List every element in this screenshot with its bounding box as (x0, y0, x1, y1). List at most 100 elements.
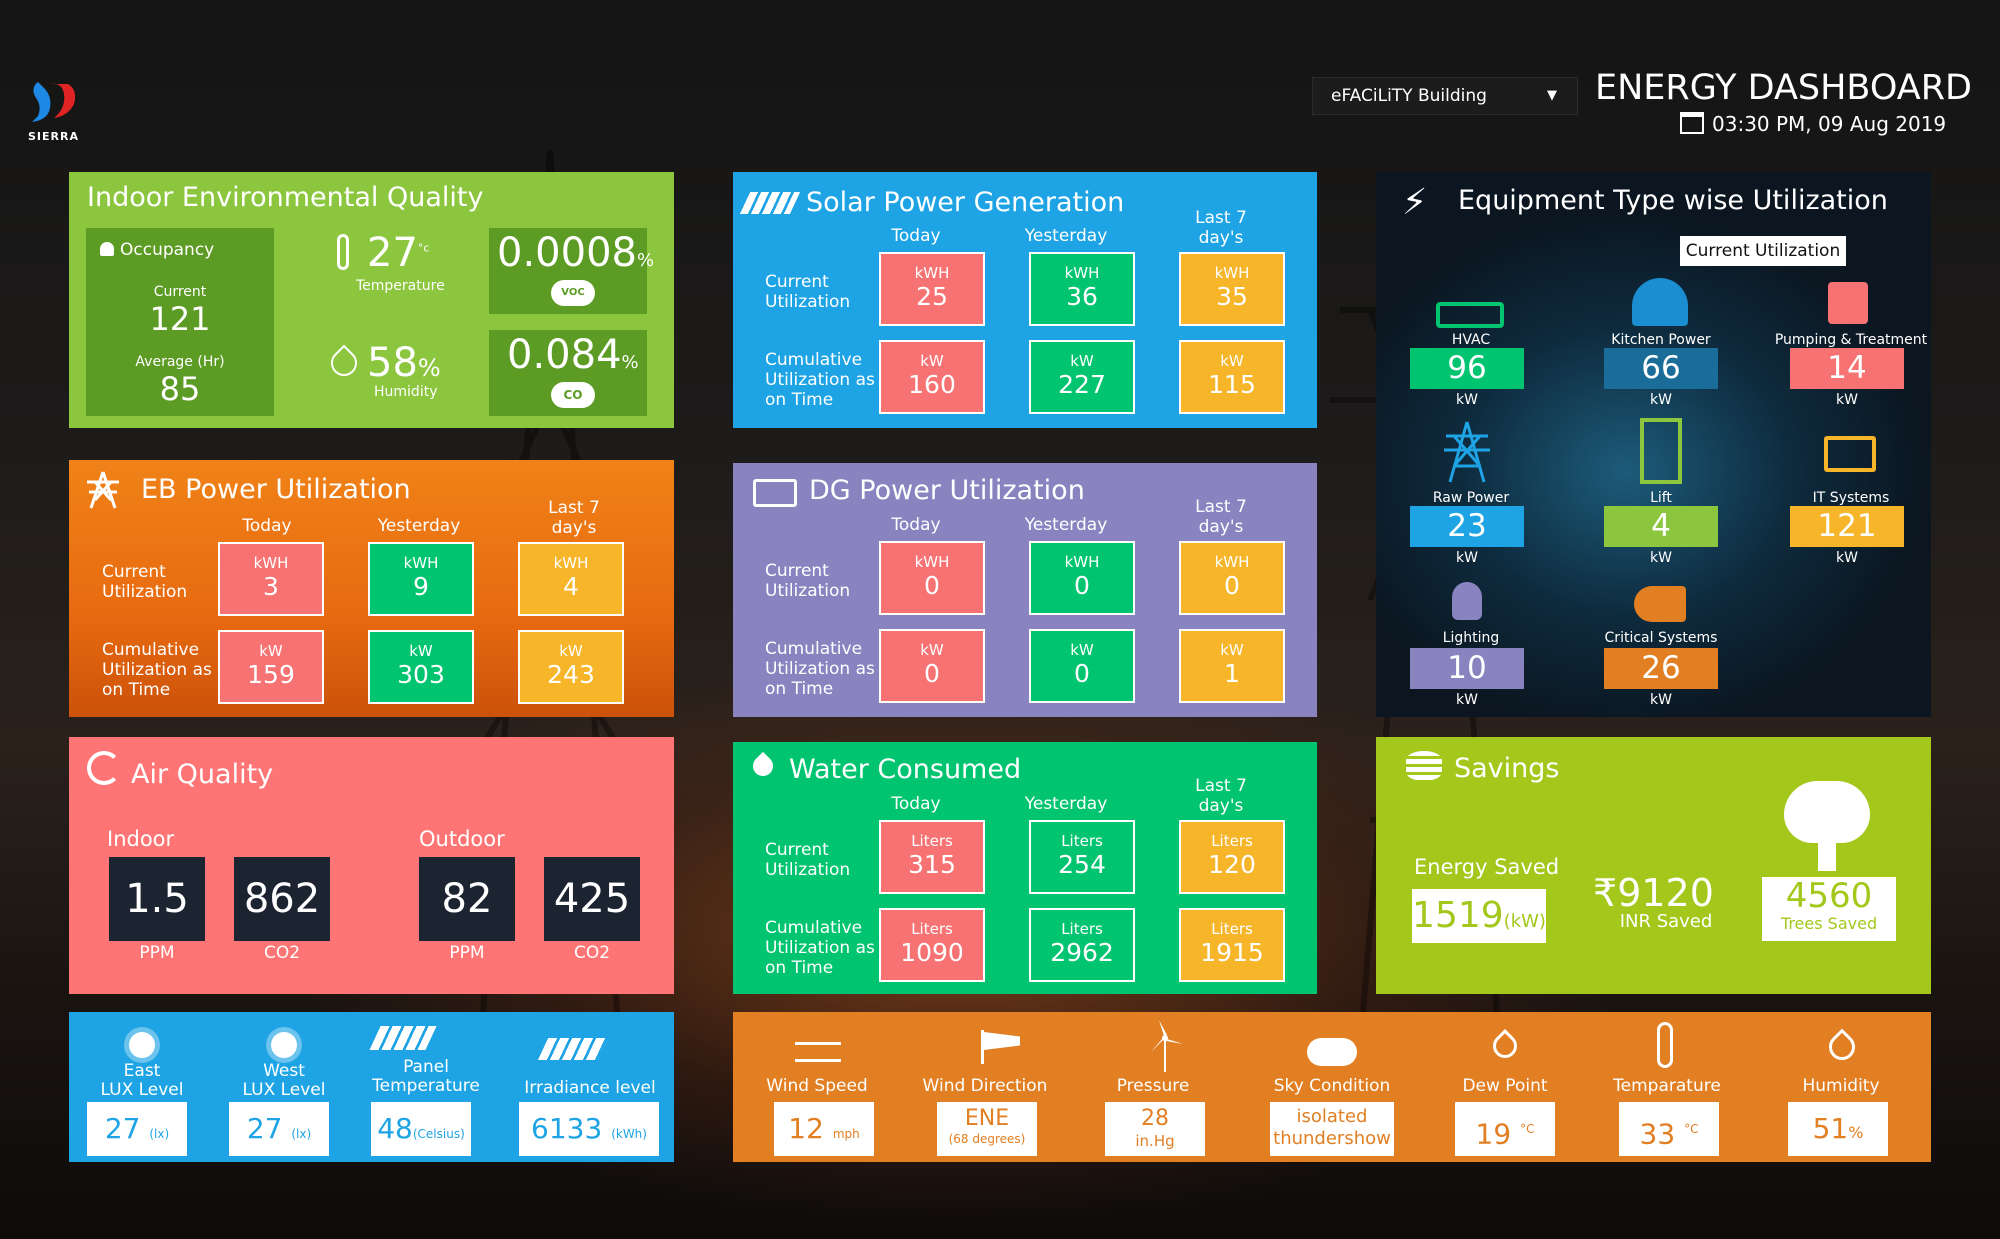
air-indoor-label: Indoor (107, 827, 175, 851)
humidity-weather-label: Humidity (1802, 1076, 1880, 1096)
equipment-label-pumping: Pumping & Treatment (1774, 332, 1928, 348)
co-cloud-icon: CO (551, 382, 595, 408)
solar-row-current: Current Utilization (765, 272, 851, 312)
air-outdoor-co2: 425 (544, 857, 640, 941)
temperature-value: 27 (367, 230, 418, 276)
co-card: 0.084% CO (489, 330, 647, 416)
thermometer-icon (337, 234, 349, 270)
sun-icon (271, 1032, 297, 1058)
weather-panel: Wind Speed 12 mph Wind Direction ENE(68 … (733, 1012, 1931, 1162)
plug-icon (1634, 586, 1686, 622)
equipment-unit-critical: kW (1650, 692, 1672, 708)
air-title: Air Quality (131, 759, 274, 790)
water-row-current: Current Utilization (765, 840, 851, 880)
current-utilization-button[interactable]: Current Utilization (1680, 236, 1846, 266)
pressure-value: 28 (1141, 1106, 1169, 1131)
occupancy-current-label: Current (153, 284, 207, 300)
west-lux-unit: (lx) (291, 1127, 312, 1141)
logo-text: SIERRA (28, 130, 79, 143)
air-quality-panel: Air Quality Indoor Outdoor 1.5 862 82 42… (69, 737, 674, 994)
humidity-weather-value: 51 (1812, 1112, 1849, 1145)
air-outdoor-co2-label: CO2 (573, 943, 611, 963)
co-value: 0.084 (507, 332, 622, 378)
occupancy-text: Occupancy (120, 240, 215, 260)
datetime-text: 03:30 PM, 09 Aug 2019 (1712, 112, 1947, 136)
equipment-value-hvac: 96 (1410, 348, 1524, 389)
air-indoor-co2-label: CO2 (263, 943, 301, 963)
equipment-unit-pumping: kW (1836, 392, 1858, 408)
irradiance-label: Irradiance level (524, 1078, 656, 1098)
energy-saved-label: Energy Saved (1414, 855, 1560, 879)
savings-panel: Savings Energy Saved 1519(kW) ₹9120 INR … (1376, 737, 1931, 994)
equipment-label-lighting: Lighting (1442, 630, 1500, 646)
water-drop-icon (748, 751, 778, 781)
east-lux-value: 27 (104, 1112, 141, 1145)
wind-speed-unit: mph (832, 1127, 860, 1141)
equipment-label-it: IT Systems (1812, 490, 1890, 506)
building-select[interactable]: eFACiLiTY Building ▼ (1312, 77, 1578, 115)
hvac-icon (1436, 302, 1504, 328)
humidity-value: 58 (367, 340, 418, 386)
lightbulb-icon (1452, 582, 1482, 620)
panel-temperature-icon (369, 1026, 437, 1050)
irradiance-box: 6133 (kWh) (519, 1102, 659, 1156)
inr-saved-label: INR Saved (1619, 911, 1713, 932)
monitor-icon (1824, 436, 1876, 472)
water-title: Water Consumed (789, 754, 1022, 785)
dew-drop-icon (1488, 1029, 1522, 1063)
humidity-unit: % (417, 354, 441, 382)
equipment-value-kitchen: 66 (1604, 348, 1718, 389)
west-lux-value: 27 (246, 1112, 283, 1145)
rupee-icon: ₹ (1593, 871, 1618, 915)
humidity-weather-unit: % (1848, 1123, 1864, 1142)
water-col-today: Today (891, 794, 941, 814)
wind-turbine-icon (1145, 1020, 1185, 1072)
coins-icon (1406, 751, 1442, 781)
temperature-weather-value: 33 (1639, 1117, 1676, 1151)
sky-condition-value: isolated (1296, 1106, 1368, 1127)
equipment-unit-it: kW (1836, 550, 1858, 566)
eb-col-yesterday: Yesterday (377, 516, 461, 536)
wind-speed-label: Wind Speed (766, 1076, 868, 1096)
occupancy-current-value: 121 (149, 300, 211, 338)
thermometer-icon (1657, 1022, 1673, 1068)
ieq-title: Indoor Environmental Quality (87, 182, 484, 213)
eb-col-today: Today (242, 516, 292, 536)
wind-direction-box: ENE(68 degrees) (937, 1102, 1037, 1156)
equipment-unit-lighting: kW (1456, 692, 1478, 708)
trees-saved-box: 4560 Trees Saved (1762, 877, 1896, 941)
eb-title: EB Power Utilization (141, 474, 411, 505)
air-outdoor-ppm: 82 (419, 857, 515, 941)
eb-row-current: Current Utilization (102, 562, 188, 602)
air-indoor-co2: 862 (234, 857, 330, 941)
inr-saved: ₹9120 (1593, 871, 1714, 915)
solar-panel-icon (739, 192, 801, 214)
equipment-label-raw-power: Raw Power (1432, 490, 1510, 506)
equipment-value-lighting: 10 (1410, 648, 1524, 689)
occupancy-card: Occupancy Current 121 Average (Hr) 85 (86, 228, 274, 416)
sky-condition-label: Sky Condition (1273, 1076, 1391, 1096)
temperature-unit: °c (417, 241, 430, 255)
occupancy-label: Occupancy (100, 240, 214, 260)
user-icon (100, 242, 114, 256)
datetime: 03:30 PM, 09 Aug 2019 (1680, 112, 1946, 136)
eb-row-cumulative: Cumulative Utilization as on Time (102, 640, 212, 700)
east-lux-unit: (lx) (149, 1127, 170, 1141)
equipment-value-critical: 26 (1604, 648, 1718, 689)
equipment-value-raw-power: 23 (1410, 506, 1524, 547)
east-lux-box: 27 (lx) (87, 1102, 187, 1156)
equipment-label-kitchen: Kitchen Power (1611, 332, 1711, 348)
